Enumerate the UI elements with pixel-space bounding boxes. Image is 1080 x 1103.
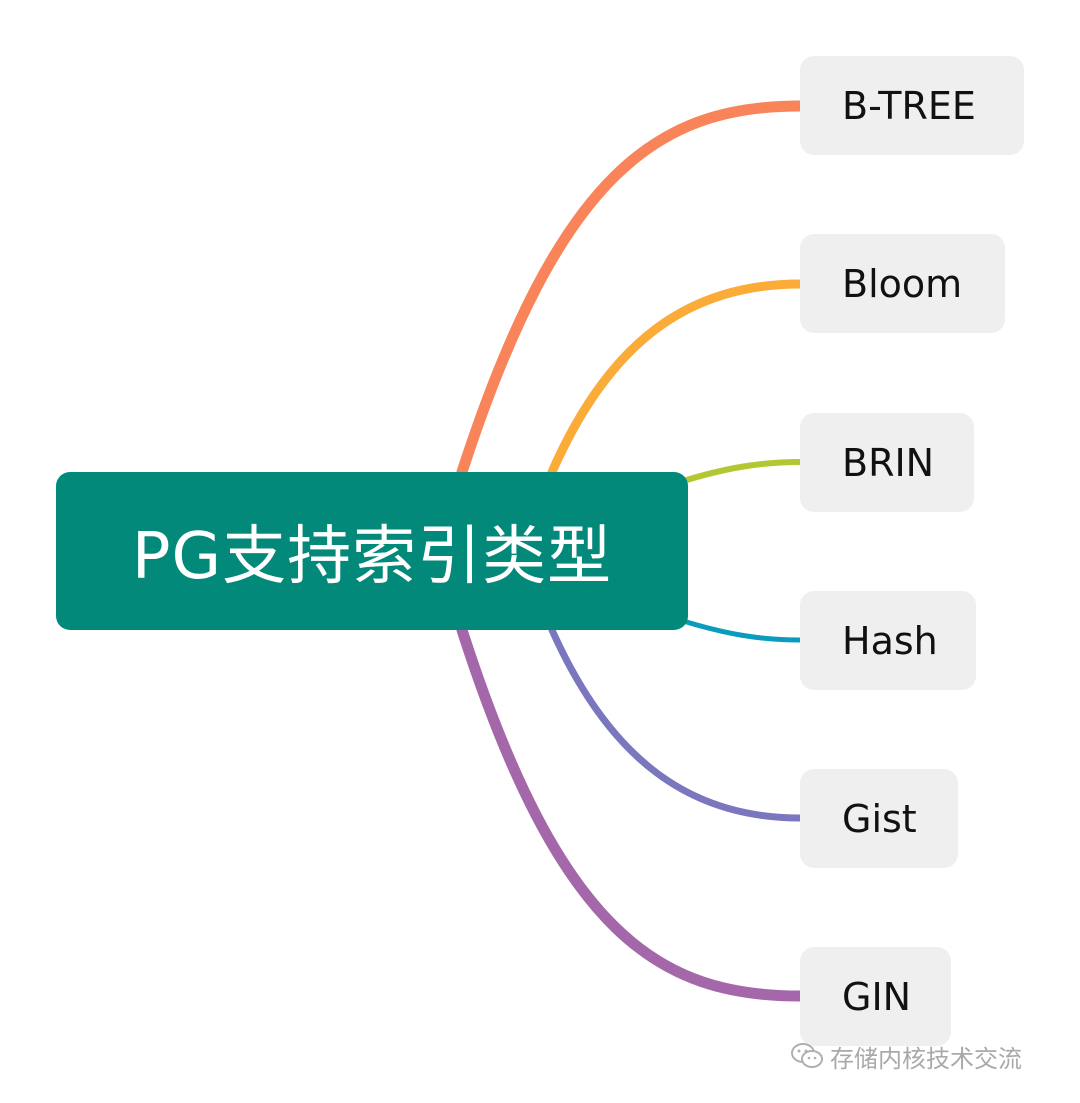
- branch-connector-brin: [677, 459, 803, 485]
- branch-node-label: GIN: [842, 974, 912, 1019]
- branch-connector-hash: [677, 617, 803, 643]
- branch-node-label: Bloom: [842, 261, 963, 306]
- branch-connector-gin: [456, 624, 806, 1002]
- branch-connector-b-tree: [456, 100, 806, 478]
- wechat-icon: [791, 1043, 823, 1068]
- branch-connector-bloom: [547, 279, 805, 477]
- branch-node-label: Gist: [842, 796, 917, 841]
- watermark: 存储内核技术交流: [790, 1036, 1022, 1076]
- branch-node-label: Hash: [842, 618, 938, 663]
- root-node-label: PG支持索引类型: [131, 520, 613, 594]
- branch-node-gist: Gist: [800, 769, 958, 868]
- branch-node-hash: Hash: [800, 591, 976, 690]
- branch-node-b-tree: B-TREE: [800, 56, 1024, 155]
- branch-node-brin: BRIN: [800, 413, 974, 512]
- branch-node-label: B-TREE: [842, 83, 976, 128]
- branch-connector-gist: [548, 626, 804, 822]
- branch-node-label: BRIN: [842, 440, 935, 485]
- root-node: PG支持索引类型: [56, 472, 688, 630]
- branch-node-bloom: Bloom: [800, 234, 1005, 333]
- branch-node-gin: GIN: [800, 947, 951, 1046]
- watermark-text: 存储内核技术交流: [830, 1044, 1022, 1073]
